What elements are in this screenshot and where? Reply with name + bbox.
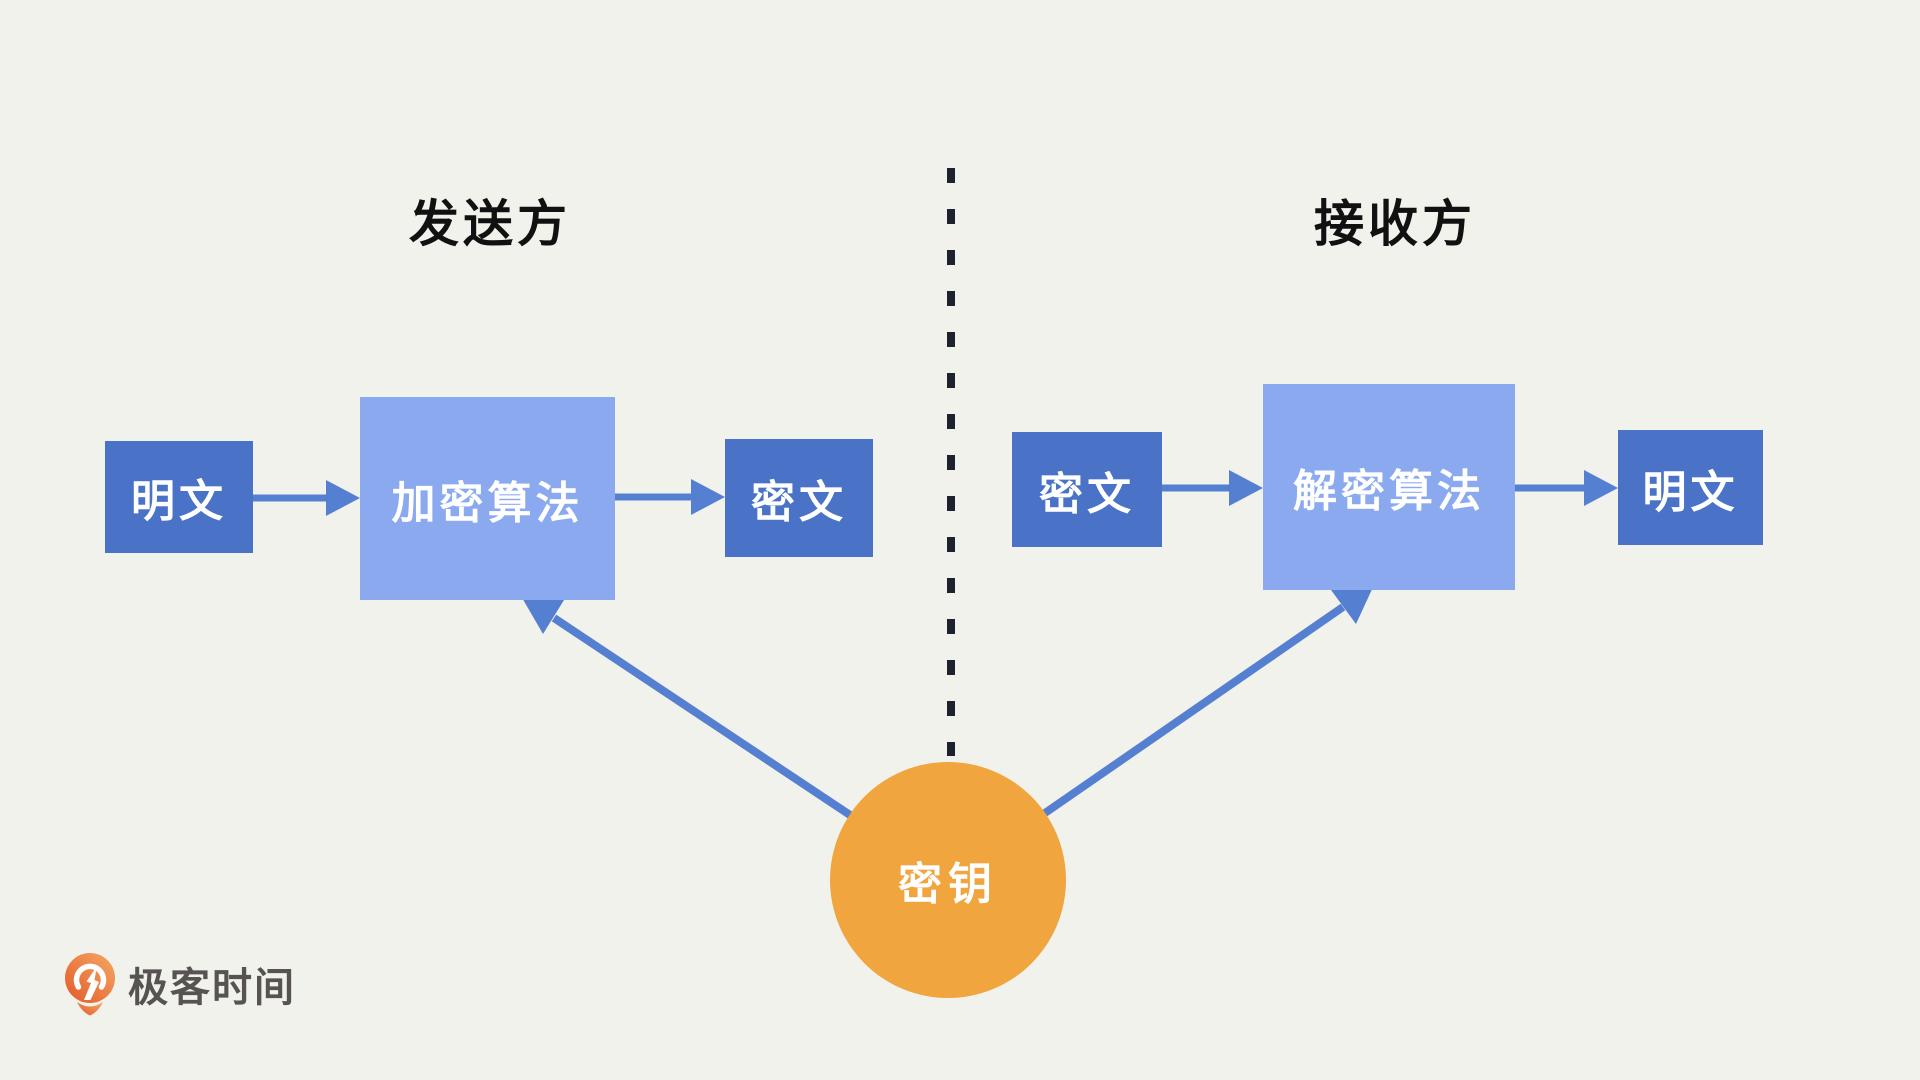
sender-plaintext-box: 明文 (105, 441, 253, 553)
arrow-ciphertext-to-decrypt (1162, 470, 1263, 506)
key-circle: 密钥 (830, 762, 1066, 998)
sender-title: 发送方 (409, 196, 571, 252)
encrypt-algorithm-box: 加密算法 (360, 397, 615, 600)
arrow-encrypt-to-ciphertext (615, 479, 725, 515)
decrypt-algorithm-box: 解密算法 (1263, 384, 1515, 590)
geektime-logo-text: 极客时间 (128, 966, 296, 1010)
receiver-plaintext-box: 明文 (1618, 430, 1763, 545)
sender-ciphertext-box: 密文 (725, 439, 873, 557)
geektime-logo-icon (64, 952, 116, 1016)
arrow-key-to-decrypt (1042, 585, 1374, 817)
receiver-ciphertext-box: 密文 (1012, 432, 1162, 547)
arrow-key-to-encrypt (521, 596, 853, 819)
receiver-title: 接收方 (1314, 196, 1476, 252)
geektime-logo: 极客时间 (64, 952, 296, 1016)
arrow-plaintext-to-encrypt (253, 480, 360, 516)
arrow-decrypt-to-plaintext (1515, 470, 1618, 506)
key-label: 密钥 (898, 860, 998, 909)
